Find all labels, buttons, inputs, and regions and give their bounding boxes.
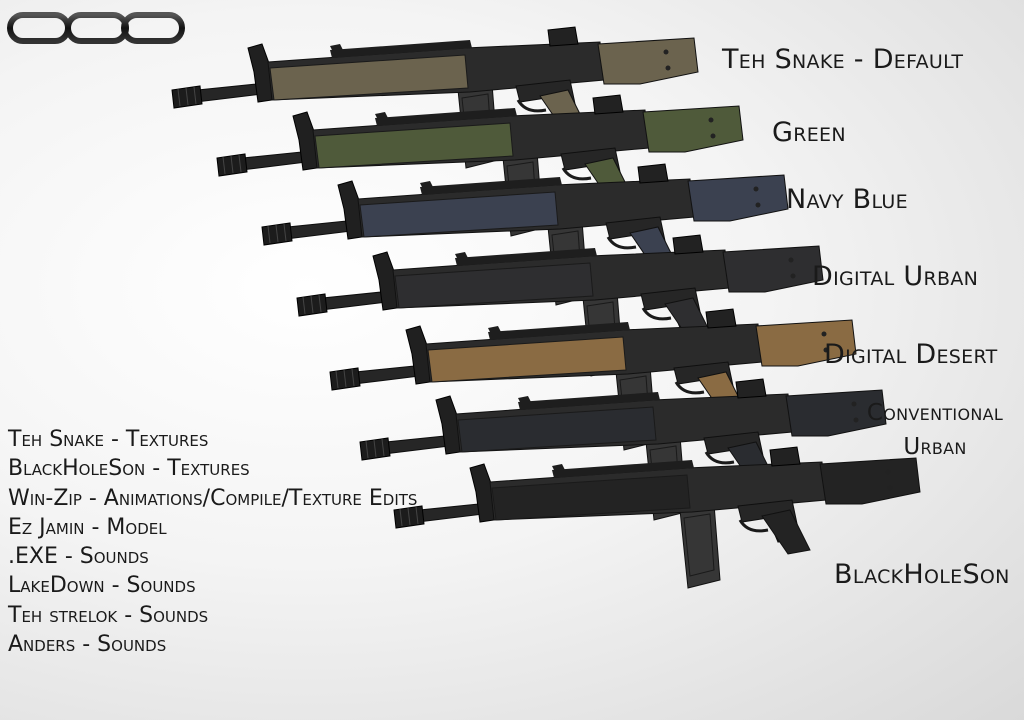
- credit-line: Win-Zip - Animations/Compile/Texture Edi…: [8, 485, 418, 511]
- variant-label-digital-urban: Digital Urban: [812, 261, 979, 292]
- variant-label-conventional-urban: Conventional Urban: [866, 400, 1004, 460]
- credit-line: Teh strelok - Sounds: [8, 602, 209, 628]
- credit-line: Anders - Sounds: [8, 632, 167, 658]
- credit-line: BlackHoleSon - Textures: [8, 456, 250, 482]
- variant-label-default: Teh Snake - Default: [722, 44, 964, 75]
- credit-line: Ez Jamin - Model: [8, 514, 167, 540]
- variant-label-navy-blue: Navy Blue: [786, 184, 908, 215]
- chain-links-icon: [7, 12, 185, 44]
- variant-label-green: Green: [772, 117, 846, 148]
- credit-line: Teh Snake - Textures: [8, 427, 209, 452]
- credits-list: Teh Snake - Textures BlackHoleSon - Text…: [8, 425, 417, 659]
- variant-label-blackholeson: BlackHoleSon: [834, 559, 1010, 590]
- credit-line: LakeDown - Sounds: [8, 573, 196, 599]
- rifle-blackholeson: [393, 446, 921, 589]
- variant-label-digital-desert: Digital Desert: [824, 339, 998, 370]
- credit-line: .EXE - Sounds: [8, 544, 149, 570]
